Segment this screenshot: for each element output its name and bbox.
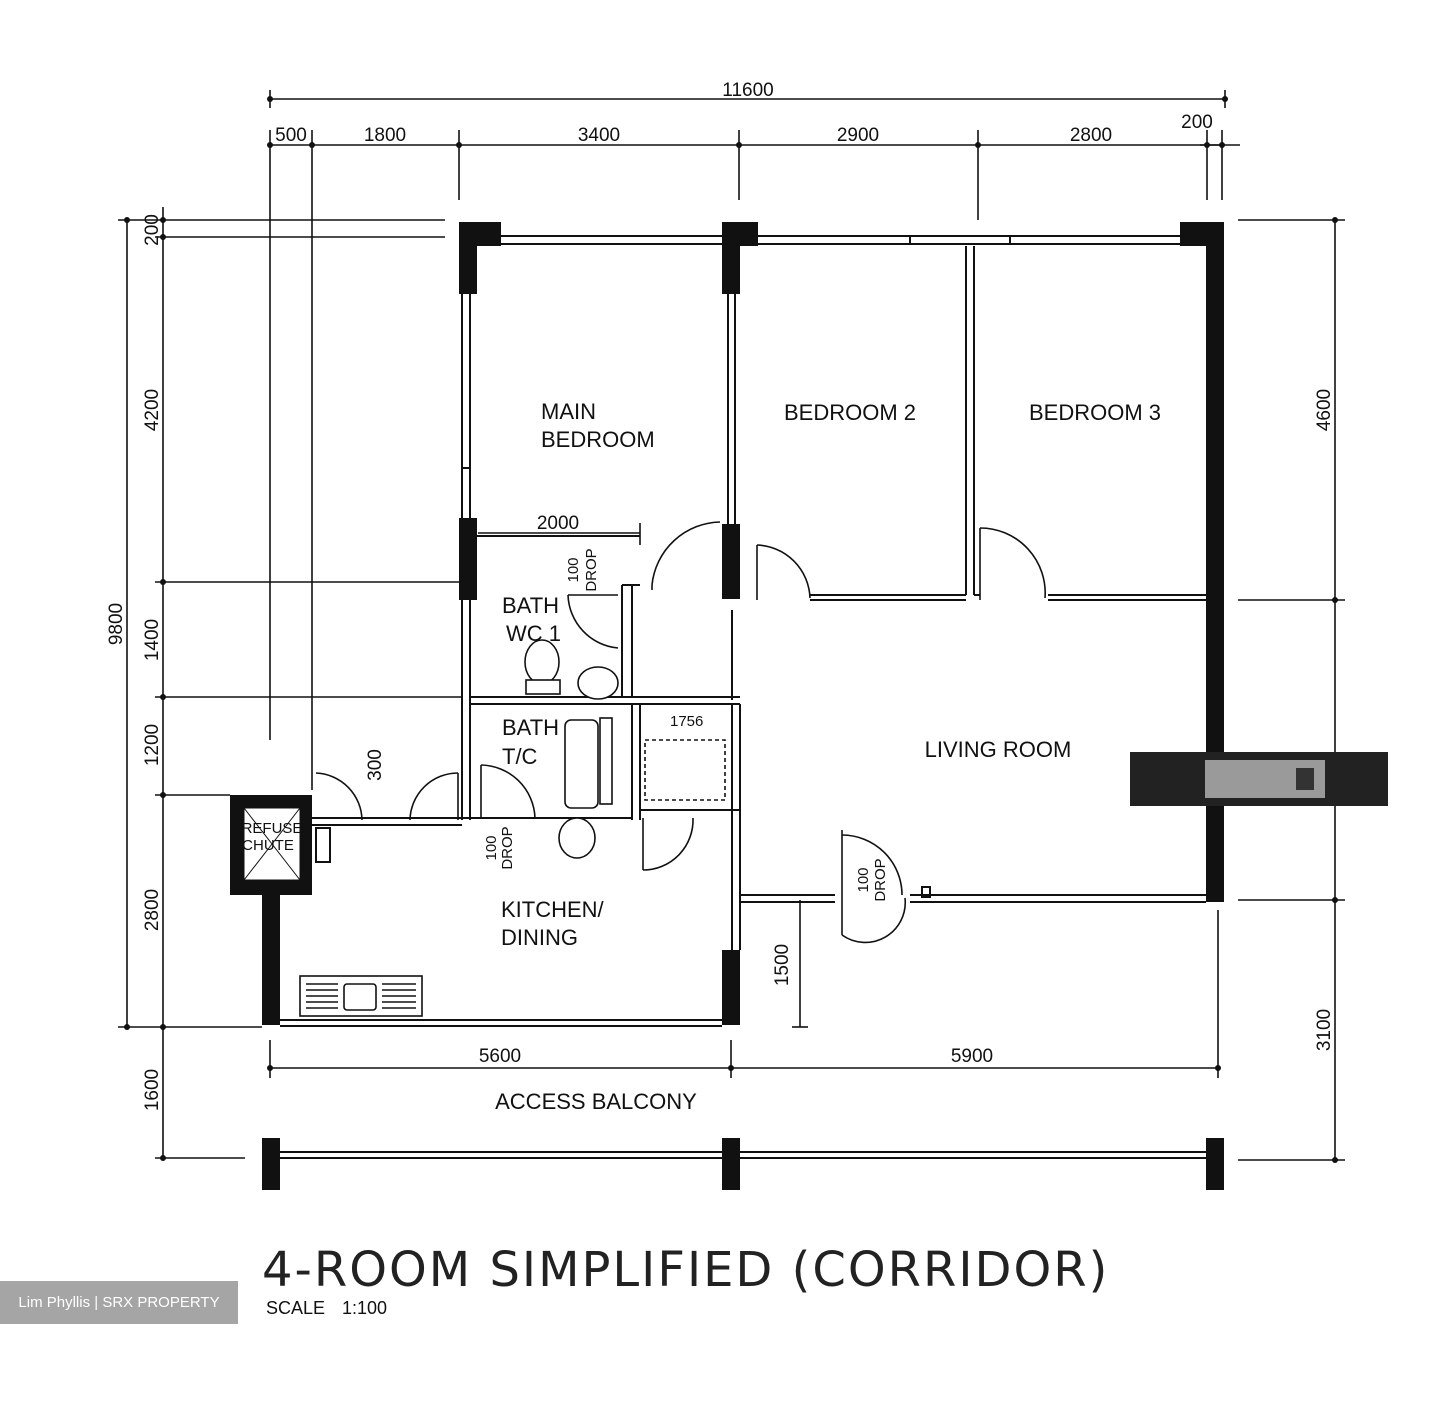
dim-500: 500: [275, 125, 307, 146]
dim-200-left: 200: [142, 214, 163, 246]
drop-note-2-value: 100: [483, 835, 500, 860]
scale-label: SCALE: [266, 1298, 325, 1318]
room-main-bedroom-line2: BEDROOM: [541, 427, 655, 452]
dim-1200: 1200: [142, 724, 163, 766]
refuse-label-1: REFUSE: [242, 820, 303, 837]
dim-4600: 4600: [1314, 389, 1335, 431]
dim-1800: 1800: [364, 125, 406, 146]
drop-note-3-value: 100: [855, 867, 872, 892]
thin-walls: [280, 235, 1206, 1159]
room-bath-tc-line2: T/C: [502, 744, 538, 769]
watermark-label: Lim Phyllis | SRX PROPERTY: [0, 1281, 238, 1324]
dim-2000: 2000: [537, 513, 579, 534]
room-bath-tc-line1: BATH: [502, 715, 559, 740]
room-bath-wc1-line1: BATH: [502, 593, 559, 618]
dim-300: 300: [365, 749, 386, 781]
room-living-room: LIVING ROOM: [925, 737, 1072, 762]
dim-3400: 3400: [578, 125, 620, 146]
dim-2800-top: 2800: [1070, 125, 1112, 146]
dim-2800-left: 2800: [142, 889, 163, 931]
room-bath-wc1-line2: WC 1: [506, 621, 561, 646]
access-balcony-label: ACCESS BALCONY: [495, 1089, 697, 1114]
dim-1500: 1500: [772, 944, 793, 986]
dim-2900: 2900: [837, 125, 879, 146]
room-bedroom-2: BEDROOM 2: [784, 400, 916, 425]
refuse-label-2: CHUTE: [242, 837, 294, 854]
drop-note-1-label: DROP: [583, 548, 600, 591]
room-kitchen-line1: KITCHEN/: [501, 897, 605, 922]
living-room-wall-mark: [1130, 752, 1388, 806]
door-swings: [315, 521, 1046, 944]
refuse-chute: [230, 795, 312, 895]
dim-overall-width: 11600: [722, 80, 773, 101]
dim-200-top: 200: [1181, 112, 1213, 133]
drop-note-2-label: DROP: [499, 826, 516, 869]
drop-note-1-value: 100: [565, 557, 582, 582]
dim-4200: 4200: [142, 389, 163, 431]
dim-1400: 1400: [142, 619, 163, 661]
room-bedroom-3: BEDROOM 3: [1029, 400, 1161, 425]
structural-walls: [262, 222, 1224, 1190]
drop-note-3-label: DROP: [872, 858, 889, 901]
dim-1600: 1600: [142, 1069, 163, 1111]
room-kitchen-line2: DINING: [501, 925, 578, 950]
dim-5900: 5900: [951, 1046, 993, 1067]
bathroom-fixtures: [524, 639, 726, 859]
dimension-lines: [118, 90, 1345, 1161]
fixture-code: 1756: [670, 713, 703, 730]
plan-title: 4-ROOM SIMPLIFIED (CORRIDOR): [262, 1242, 1109, 1298]
dim-9800: 9800: [106, 603, 127, 645]
kitchen-sink: [299, 975, 423, 1017]
room-main-bedroom-line1: MAIN: [541, 399, 596, 424]
dim-3100: 3100: [1314, 1009, 1335, 1051]
dim-5600: 5600: [479, 1046, 521, 1067]
scale-value: 1:100: [342, 1298, 387, 1318]
dimension-ticks: [124, 96, 1338, 1163]
